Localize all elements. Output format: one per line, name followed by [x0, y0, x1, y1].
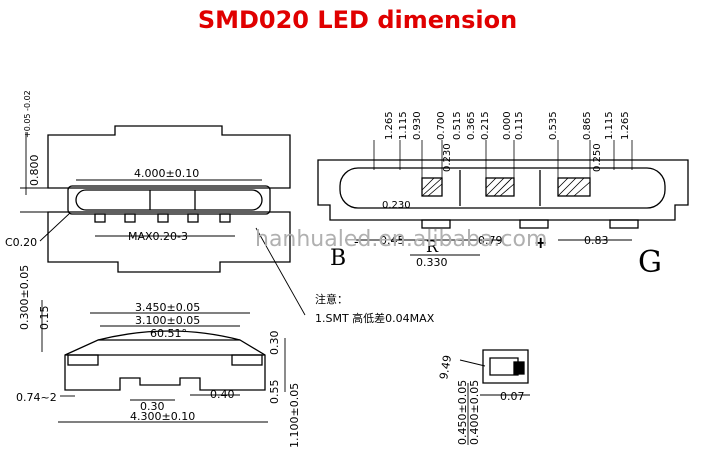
front-width-label: 4.300±0.10 [130, 410, 195, 423]
front-view-terminal [231, 354, 263, 366]
top-view-pad [157, 213, 169, 223]
bottom-40-label: 0.40 [210, 388, 235, 401]
side-30-label: 0.30 [268, 331, 281, 356]
front-height-label: 1.100±0.05 [288, 383, 301, 448]
top-label: 0.000 [502, 111, 513, 140]
plus-sign: + [534, 233, 547, 252]
top-view-upper-housing [47, 125, 291, 189]
label-250: 0.250 [592, 143, 603, 172]
top-label: 1.265 [620, 111, 631, 140]
top-view-lens [75, 189, 263, 211]
note-label: 注意： [315, 292, 348, 306]
watermark: hanhualed.en.alibaba.com [255, 227, 547, 252]
note-leader [255, 227, 306, 316]
gap-15-label: 0.15 [38, 306, 51, 331]
left-74-label: 0.74~2 [16, 391, 57, 404]
side-400-label: 0.400±0.05 [468, 380, 481, 445]
side-55-label: 0.55 [268, 380, 281, 405]
right-view-body [317, 159, 689, 221]
chamfer-leader [39, 212, 71, 242]
right-pad [519, 219, 549, 229]
top-view-lens-frame [67, 185, 271, 215]
right-view-top-labels: 1.265 1.115 0.930 0.700 0.515 0.365 0.21… [384, 111, 631, 140]
side-450-label: 0.450±0.05 [456, 380, 469, 445]
max-pad-label: MAX0.20-3 [128, 230, 188, 243]
label-230: 0.230 [442, 143, 453, 172]
top-view-pad [187, 213, 199, 223]
top-view-lower-housing [47, 211, 291, 273]
side-view [459, 349, 530, 445]
top-height-tol: +0.05 -0.02 [23, 90, 32, 138]
right-pad [421, 219, 451, 229]
top-label: 0.215 [480, 111, 491, 140]
r-label: R [426, 237, 439, 256]
top-label: 0.115 [514, 111, 525, 140]
dim-083: 0.83 [584, 234, 609, 247]
minus-sign: - [354, 235, 359, 250]
overall-dim-label: 3.450±0.05 [135, 301, 200, 314]
top-label: 1.115 [398, 111, 409, 140]
chamfer-label: C0.20 [5, 236, 37, 249]
right-view-lens [339, 167, 666, 209]
side-view-inner [489, 357, 519, 376]
inner-dim-label: 3.100±0.05 [135, 314, 200, 327]
diagram-title: SMD020 LED dimension [197, 6, 518, 34]
front-view [41, 300, 286, 423]
top-label: 0.365 [466, 111, 477, 140]
chip-g [557, 177, 591, 197]
dim-330: 0.330 [416, 256, 448, 269]
top-label: 0.515 [452, 111, 463, 140]
top-label: 0.865 [582, 111, 593, 140]
angle-label: 60.51° [150, 327, 187, 340]
b-label: B [330, 246, 346, 271]
front-view-terminal [67, 354, 99, 366]
top-view [20, 125, 306, 316]
side-007-label: 0.07 [500, 390, 525, 403]
right-view [317, 140, 689, 256]
side-view-terminal [513, 361, 525, 375]
top-width-label: 4.000±0.10 [134, 167, 199, 180]
chip-b [421, 177, 443, 197]
top-label: 1.115 [604, 111, 615, 140]
top-height-label: 0.800 [28, 155, 41, 187]
note-text: 1.SMT 高低差0.04MAX [315, 311, 435, 325]
side-angle-label: 9.49 [437, 354, 454, 380]
chip-hatch [421, 177, 591, 197]
angle-line [459, 359, 486, 367]
top-gap-label: 0.300±0.05 [18, 265, 31, 330]
front-view-body [64, 339, 266, 391]
g-label: G [638, 245, 662, 280]
label-230b: 0.230 [382, 200, 411, 211]
top-view-pad [219, 213, 231, 223]
side-view-body [482, 349, 529, 384]
top-label: 0.535 [548, 111, 559, 140]
right-pad [609, 219, 639, 229]
dim-045: 0.45 [380, 234, 405, 247]
front-view-lens [97, 330, 241, 341]
top-label: 0.930 [412, 111, 423, 140]
bottom-30-label: 0.30 [140, 400, 165, 413]
top-label: 0.700 [436, 111, 447, 140]
top-view-pad [94, 213, 106, 223]
top-label: 1.265 [384, 111, 395, 140]
dim-079: 0.79 [478, 234, 503, 247]
top-view-pad [124, 213, 136, 223]
